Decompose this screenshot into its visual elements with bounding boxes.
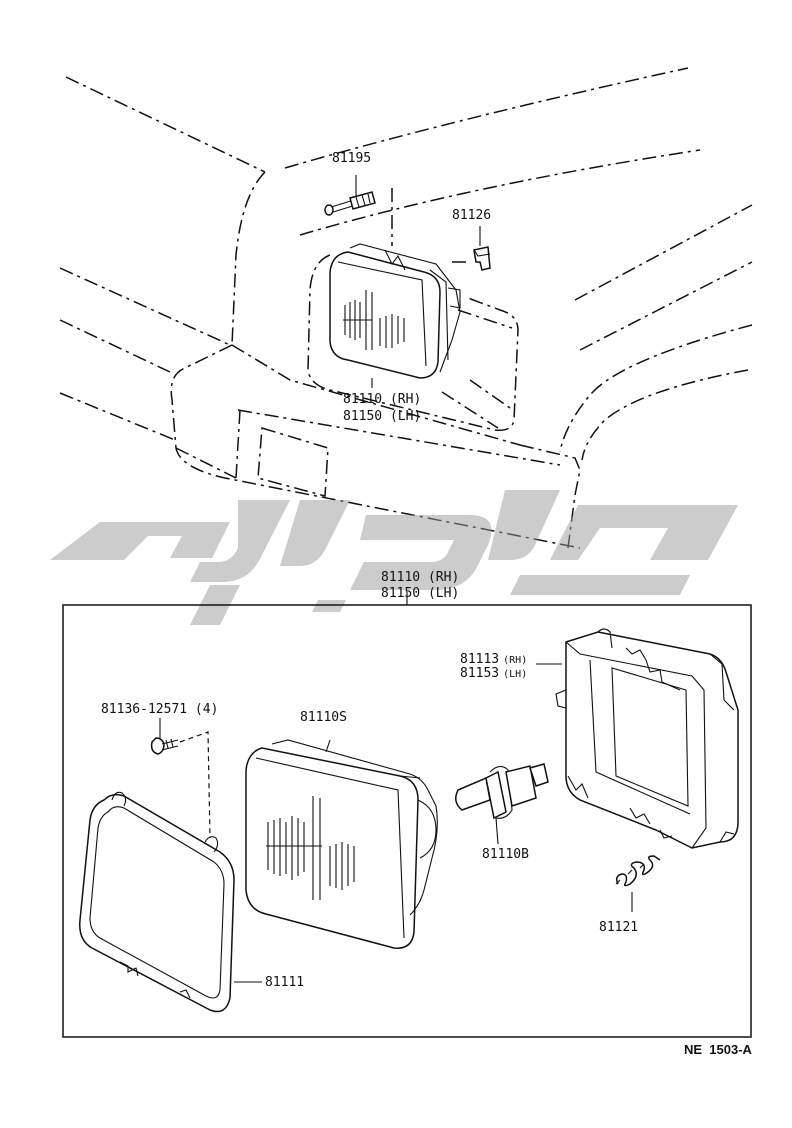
label-sealed-beam: 81110S [300,710,347,725]
label-screw: 81136-12571 (4) [101,702,218,717]
bezel-ring-81111 [79,791,262,1013]
watermark-logo [50,490,738,625]
headlamp-assembly-top [329,243,461,379]
label-housing-lh: 81153 (LH) [460,666,527,681]
diagram-code: NE 1503-A [684,1042,753,1057]
sealed-beam-81110S [245,739,438,949]
label-housing-rh-side: (RH) [503,655,527,666]
bulb-81110B [455,763,549,845]
label-part-81195: 81195 [332,151,371,166]
screw-81136 [150,718,211,839]
vehicle-front-outline [59,67,753,549]
spring-81121 [615,855,661,912]
clip-81126 [473,226,491,271]
label-spring: 81121 [599,920,638,935]
label-housing-lh-number: 81153 [460,666,499,681]
label-top-rh: 81110 (RH) [343,392,421,407]
label-bezel: 81111 [265,975,304,990]
label-housing-rh: 81113 (RH) [460,652,527,667]
label-bulb: 81110B [482,847,529,862]
label-part-81126: 81126 [452,208,491,223]
label-box-rh: 81110 (RH) [381,570,459,585]
label-box-lh: 81150 (LH) [381,586,459,601]
housing-81113 [536,628,739,849]
label-housing-rh-number: 81113 [460,652,499,667]
bolt-81195 [324,175,376,216]
label-housing-lh-side: (LH) [503,669,527,680]
label-top-lh: 81150 (LH) [343,409,421,424]
